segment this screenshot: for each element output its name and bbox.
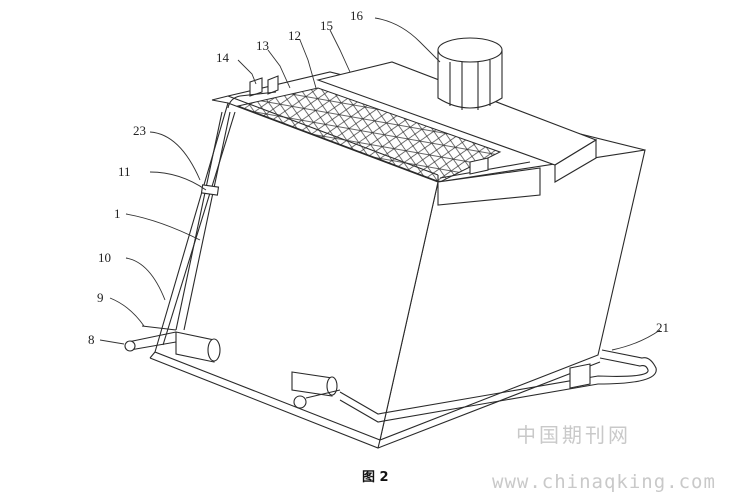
filter-mesh-screen xyxy=(236,87,502,183)
callout-12: 12 xyxy=(288,28,301,43)
callout-14: 14 xyxy=(216,50,230,65)
vertical-pipe xyxy=(175,91,277,331)
clamp-brackets xyxy=(249,75,489,175)
tank-body xyxy=(149,102,646,449)
callout-23: 23 xyxy=(133,123,146,138)
callout-1: 1 xyxy=(114,206,121,221)
watermark-chinese: 中国期刊网 xyxy=(516,423,631,447)
motor xyxy=(437,37,503,110)
outlet-trough xyxy=(437,161,541,206)
bottom-drain-valve xyxy=(291,371,341,409)
motor-mount-plate xyxy=(316,61,598,183)
callout-labels: 16 15 12 13 14 23 11 1 10 9 8 21 xyxy=(88,8,669,347)
callout-13: 13 xyxy=(256,38,269,53)
callout-8: 8 xyxy=(88,332,95,347)
left-outlet-valve xyxy=(124,325,221,363)
callout-leaders xyxy=(99,17,661,351)
callout-16: 16 xyxy=(350,8,364,23)
callout-15: 15 xyxy=(320,18,333,33)
figure-caption: 图 2 xyxy=(362,470,389,485)
callout-10: 10 xyxy=(98,250,111,265)
return-pipe xyxy=(339,349,657,423)
callout-11: 11 xyxy=(118,164,131,179)
callout-21: 21 xyxy=(656,320,669,335)
callout-9: 9 xyxy=(97,290,104,305)
watermark-url: www.chinaqking.com xyxy=(492,471,716,493)
